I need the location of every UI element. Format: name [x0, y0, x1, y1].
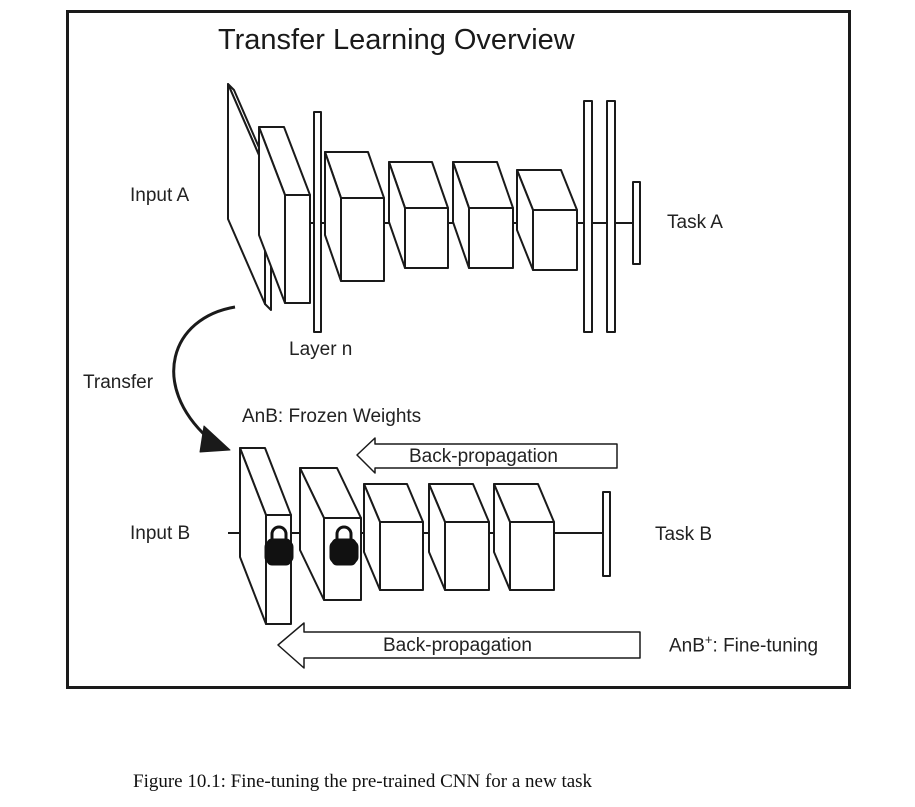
- diagram-frame: [66, 10, 851, 689]
- layer-n-bar: [313, 111, 322, 333]
- fine-tuning-prefix: AnB: [669, 635, 705, 657]
- network-b-conv-block-3: [428, 483, 490, 591]
- network-a-conv-block-1: [258, 126, 311, 304]
- backprop-bottom-label: Back-propagation: [383, 635, 532, 656]
- network-b-input-slab: [239, 447, 292, 625]
- network-b-conv-block-4: [493, 483, 555, 591]
- task-a-label: Task A: [667, 212, 723, 233]
- transfer-label: Transfer: [83, 372, 154, 393]
- network-a-dense-layer-2: [606, 100, 616, 333]
- backprop-arrow-top: [356, 437, 618, 474]
- fine-tuning-suffix: : Fine-tuning: [712, 635, 819, 657]
- layer-n-label: Layer n: [289, 339, 353, 360]
- backprop-top-label: Back-propagation: [409, 446, 558, 467]
- diagram-title: Transfer Learning Overview: [218, 24, 575, 56]
- network-b-conv-block-2: [363, 483, 424, 591]
- lock-icon: [264, 525, 294, 566]
- backprop-arrow-bottom: [277, 622, 641, 669]
- input-b-label: Input B: [130, 523, 191, 544]
- lock-icon: [329, 525, 359, 566]
- transfer-arrow-head: [199, 425, 231, 453]
- figure-caption: Figure 10.1: Fine-tuning the pre-trained…: [133, 771, 593, 792]
- task-b-label: Task B: [655, 524, 713, 545]
- network-a-conv-block-3: [388, 161, 449, 269]
- network-a-conv-block-5: [516, 169, 578, 271]
- fine-tuning-superscript: +: [704, 632, 713, 647]
- network-a-conv-block-2: [324, 151, 385, 282]
- network-b-output-layer: [602, 491, 611, 577]
- network-a-output-layer: [632, 181, 641, 265]
- network-a-dense-layer-1: [583, 100, 593, 333]
- network-a-conv-block-4: [452, 161, 514, 269]
- frozen-weights-label: AnB: Frozen Weights: [242, 406, 422, 427]
- fine-tuning-label: AnB+: Fine-tuning: [669, 633, 818, 655]
- input-a-label: Input A: [130, 185, 190, 206]
- transfer-arrow-curve: [172, 305, 236, 440]
